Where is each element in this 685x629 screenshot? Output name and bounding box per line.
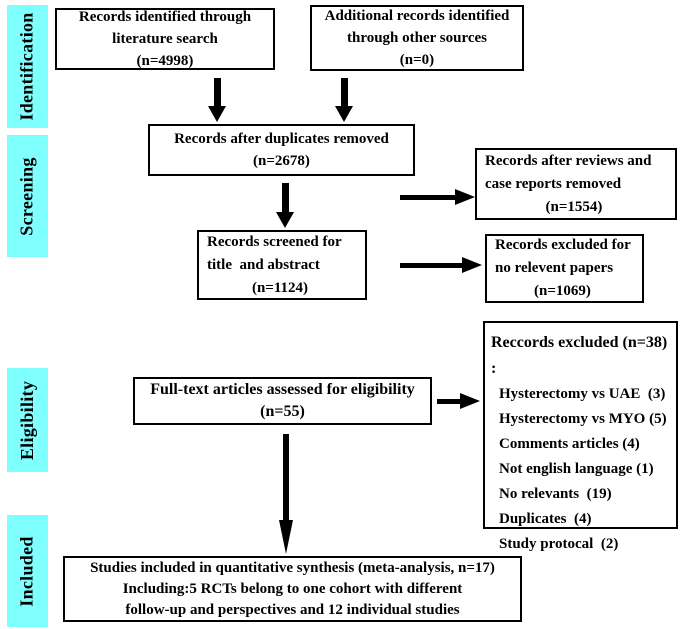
box-line: title and abstract — [207, 256, 320, 273]
box-line: Including:5 RCTs belong to one cohort wi… — [122, 580, 463, 597]
arrow-head — [455, 189, 475, 205]
arrow-shaft — [437, 398, 460, 404]
box-line: Records after reviews and — [485, 152, 652, 169]
arrow-down-sources-icon — [335, 78, 353, 122]
arrow-shaft — [400, 262, 462, 268]
box-studies-included: Studies included in quantitative synthes… — [63, 556, 522, 622]
box-line: Additional records identified — [324, 8, 510, 24]
arrow-head — [276, 212, 294, 228]
arrow-right-reviews-icon — [400, 189, 475, 205]
box-line: follow-up and perspectives and 12 indivi… — [125, 601, 460, 618]
arrow-shaft — [340, 78, 348, 106]
excluded-item: Study protocal (2) — [499, 536, 619, 552]
box-additional-records: Additional records identified through ot… — [310, 5, 524, 71]
excluded-item: Hysterectomy vs UAE (3) — [499, 386, 666, 402]
stage-included-label: Included — [17, 535, 37, 607]
box-line: Records screened for — [207, 233, 342, 250]
arrow-right-norelevent-icon — [400, 257, 482, 273]
arrow-head — [462, 257, 482, 273]
stage-identification: Identification — [7, 5, 48, 128]
arrow-shaft — [213, 78, 221, 106]
box-line: Records excluded for — [495, 237, 631, 253]
box-line: (n=1069) — [534, 283, 591, 299]
arrow-head — [208, 106, 226, 122]
arrow-shaft — [282, 434, 289, 520]
box-line: Studies included in quantitative synthes… — [90, 559, 495, 576]
box-full-text-assessed: Full-text articles assessed for eligibil… — [133, 377, 432, 425]
stage-screening: Screening — [7, 135, 48, 257]
arrow-shaft — [281, 183, 289, 212]
excluded-item: No relevants (19) — [499, 486, 612, 502]
box-line: literature search — [112, 31, 218, 47]
box-line: Records identified through — [78, 9, 252, 25]
box-line: Full-text articles assessed for eligibil… — [150, 381, 415, 398]
stage-eligibility-label: Eligibility — [17, 380, 38, 460]
stage-identification-label: Identification — [17, 12, 38, 121]
box-line: Records after duplicates removed — [174, 131, 389, 147]
arrow-right-excluded-icon — [437, 393, 480, 409]
box-line: case reports removed — [485, 175, 622, 192]
box-records-identified: Records identified through literature se… — [55, 8, 275, 70]
stage-eligibility: Eligibility — [7, 368, 48, 472]
stage-included: Included — [7, 515, 48, 627]
box-line: (n=1124) — [251, 279, 309, 296]
box-duplicates-removed: Records after duplicates removed (n=2678… — [148, 124, 415, 176]
box-line: through other sources — [346, 30, 487, 46]
box-line: (n=4998) — [136, 53, 194, 69]
box-reviews-removed: Records after reviews and case reports r… — [475, 148, 677, 220]
arrow-head — [335, 106, 353, 122]
box-line: (n=1554) — [545, 198, 603, 215]
arrow-head — [460, 393, 480, 409]
arrow-down-duplicates-icon — [276, 183, 294, 228]
stage-screening-label: Screening — [17, 156, 37, 236]
excluded-title: Reccords excluded (n=38) : — [491, 334, 672, 377]
excluded-item: Not english language (1) — [499, 461, 654, 477]
box-records-excluded: Reccords excluded (n=38) : Hysterectomy … — [483, 321, 678, 552]
excluded-item: Duplicates (4) — [499, 511, 592, 527]
box-records-screened: Records screened for title and abstract … — [197, 230, 367, 300]
arrow-down-fulltext-icon — [278, 434, 293, 554]
box-line: (n=2678) — [253, 153, 310, 169]
arrow-shaft — [400, 194, 455, 200]
excluded-item: Comments articles (4) — [499, 436, 640, 452]
excluded-item: Hysterectomy vs MYO (5) — [499, 411, 667, 427]
arrow-down-literature-icon — [208, 78, 226, 122]
box-line: no relevent papers — [495, 260, 614, 276]
box-line: (n=0) — [399, 52, 435, 68]
box-line: (n=55) — [260, 403, 305, 420]
box-excluded-no-relevent: Records excluded for no relevent papers … — [485, 234, 644, 303]
arrow-head — [278, 520, 293, 554]
